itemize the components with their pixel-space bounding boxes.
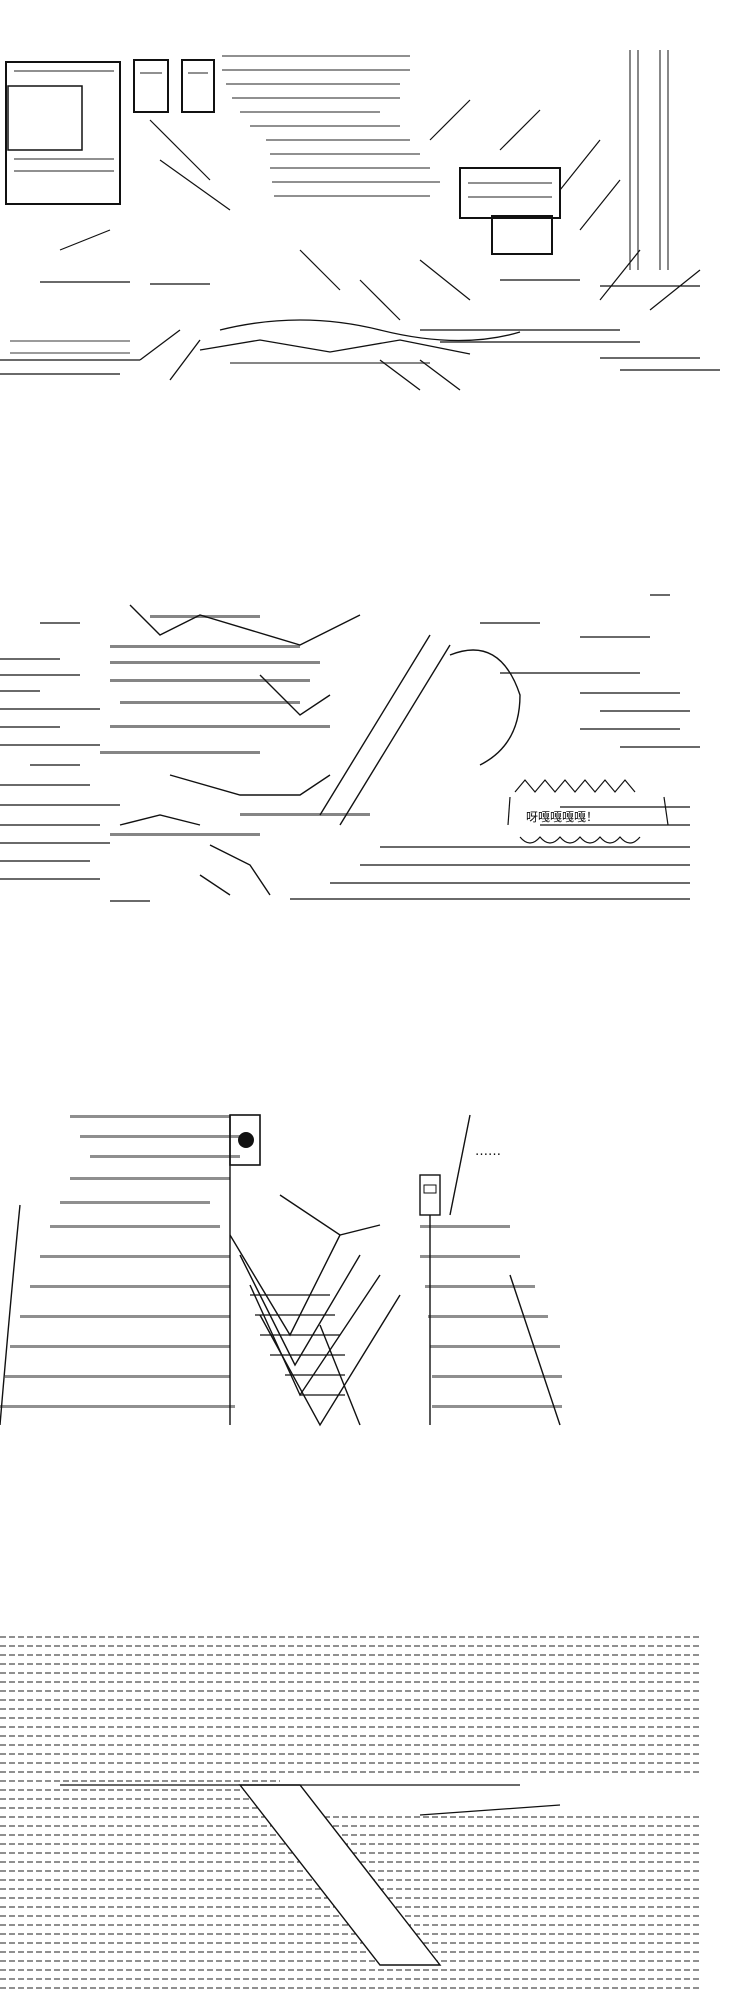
speed-lines	[59, 99, 701, 321]
street-band	[238, 1784, 442, 1966]
sign-box-mid	[181, 59, 215, 113]
figure-hatching	[222, 55, 440, 197]
shout-text: 呀嘎嘎嘎嘎！	[526, 810, 598, 824]
building-dots	[14, 70, 552, 198]
sign-box-right	[459, 167, 561, 219]
right-arm-shading	[420, 1225, 562, 1408]
panel-2-art: 呀嘎嘎嘎嘎！	[0, 594, 700, 902]
ascii-art-panel-1	[0, 40, 744, 400]
motion-lines	[0, 594, 700, 902]
watch-face-icon	[238, 1132, 254, 1148]
dense-texture	[0, 1636, 700, 1989]
sign-box-right-lower	[491, 215, 553, 255]
building-outline	[5, 61, 121, 205]
wrist-device	[419, 1174, 441, 1216]
panel-1-art	[0, 50, 720, 391]
pillar-lines	[629, 50, 669, 270]
finger-lines	[250, 1294, 345, 1396]
rooftop-lines	[0, 279, 720, 391]
left-arm-shading	[0, 1115, 250, 1408]
rail-dots	[10, 340, 430, 364]
shout-bubble: 呀嘎嘎嘎嘎！	[507, 779, 669, 844]
figure-shading	[100, 615, 370, 836]
arm-outlines	[0, 1114, 561, 1427]
building-window	[7, 85, 83, 151]
panel-3-art: ……	[0, 1114, 562, 1427]
panel-4-art	[0, 1636, 700, 1989]
sign-box-left	[133, 59, 169, 113]
ascii-art-panel-4	[0, 1635, 744, 2000]
ascii-art-panel-2: 呀嘎嘎嘎嘎！	[0, 575, 744, 920]
ellipsis-text: ……	[475, 1144, 501, 1159]
arm-lines	[119, 604, 521, 896]
wristwatch	[229, 1114, 261, 1166]
street-edge-right	[419, 1804, 561, 1816]
ascii-art-panel-3: ……	[0, 1105, 744, 1455]
